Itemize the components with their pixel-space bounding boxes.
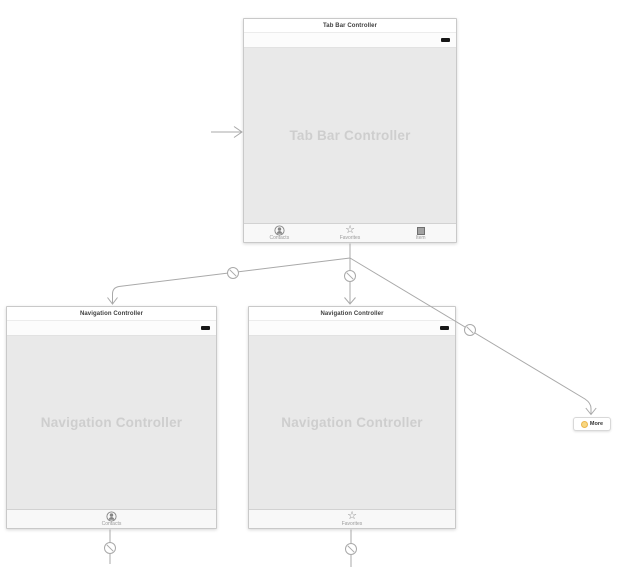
tab-item-label: Contacts — [269, 235, 290, 241]
battery-icon — [440, 326, 449, 330]
simulated-status-bar — [7, 321, 216, 336]
tab-item-label: Contacts — [101, 521, 122, 527]
scene-tab-bar-controller[interactable]: Tab Bar Controller Tab Bar Controller Co… — [243, 18, 457, 243]
person-circle-icon — [106, 511, 117, 522]
tab-item-contacts[interactable]: Contacts — [7, 510, 216, 528]
controller-content[interactable]: Navigation Controller — [249, 336, 455, 509]
scene-navigation-controller-middle[interactable]: Navigation Controller Navigation Control… — [248, 306, 456, 529]
scene-title-bar[interactable]: Navigation Controller — [7, 307, 216, 321]
square-icon — [416, 226, 425, 235]
controller-watermark: Navigation Controller — [40, 415, 183, 430]
more-tab-item-label: More — [589, 421, 604, 427]
scene-title-bar[interactable]: Navigation Controller — [249, 307, 455, 321]
simulated-status-bar — [244, 33, 456, 48]
more-ellipsis-icon — [580, 420, 588, 428]
tab-bar: ☆ Favorites — [249, 509, 455, 528]
battery-icon — [441, 38, 450, 42]
relationship-segue-line-left[interactable] — [107, 257, 351, 305]
controller-watermark: Tab Bar Controller — [289, 128, 411, 143]
initial-view-controller-arrow[interactable] — [211, 126, 243, 138]
relationship-segue-line-middle[interactable] — [344, 243, 356, 305]
tab-item-contacts[interactable]: Contacts — [244, 224, 315, 242]
tab-item-favorites[interactable]: ☆ Favorites — [249, 510, 455, 528]
simulated-status-bar — [249, 321, 455, 336]
relationship-segue-icon[interactable] — [345, 543, 357, 555]
controller-watermark: Navigation Controller — [281, 415, 423, 430]
tab-bar: Contacts — [7, 509, 216, 528]
star-icon: ☆ — [347, 510, 357, 522]
relationship-segue-icon[interactable] — [227, 267, 239, 279]
relationship-segue-icon[interactable] — [464, 324, 476, 336]
more-tab-item[interactable]: More — [573, 417, 611, 431]
tab-item-favorites[interactable]: ☆ Favorites — [315, 224, 386, 242]
person-circle-icon — [274, 225, 285, 236]
scene-title-bar[interactable]: Tab Bar Controller — [244, 19, 456, 33]
controller-content[interactable]: Tab Bar Controller — [244, 48, 456, 223]
tab-item-label: Favorites — [341, 521, 363, 527]
scene-navigation-controller-left[interactable]: Navigation Controller Navigation Control… — [6, 306, 217, 529]
tab-item-item[interactable]: Item — [385, 224, 456, 242]
tab-item-label: Favorites — [339, 235, 361, 241]
controller-content[interactable]: Navigation Controller — [7, 336, 216, 509]
relationship-segue-icon[interactable] — [104, 542, 116, 554]
tab-bar: Contacts ☆ Favorites Item — [244, 223, 456, 242]
star-icon: ☆ — [345, 224, 355, 236]
tab-item-label: Item — [415, 235, 426, 241]
battery-icon — [201, 326, 210, 330]
relationship-segue-icon[interactable] — [344, 270, 356, 282]
